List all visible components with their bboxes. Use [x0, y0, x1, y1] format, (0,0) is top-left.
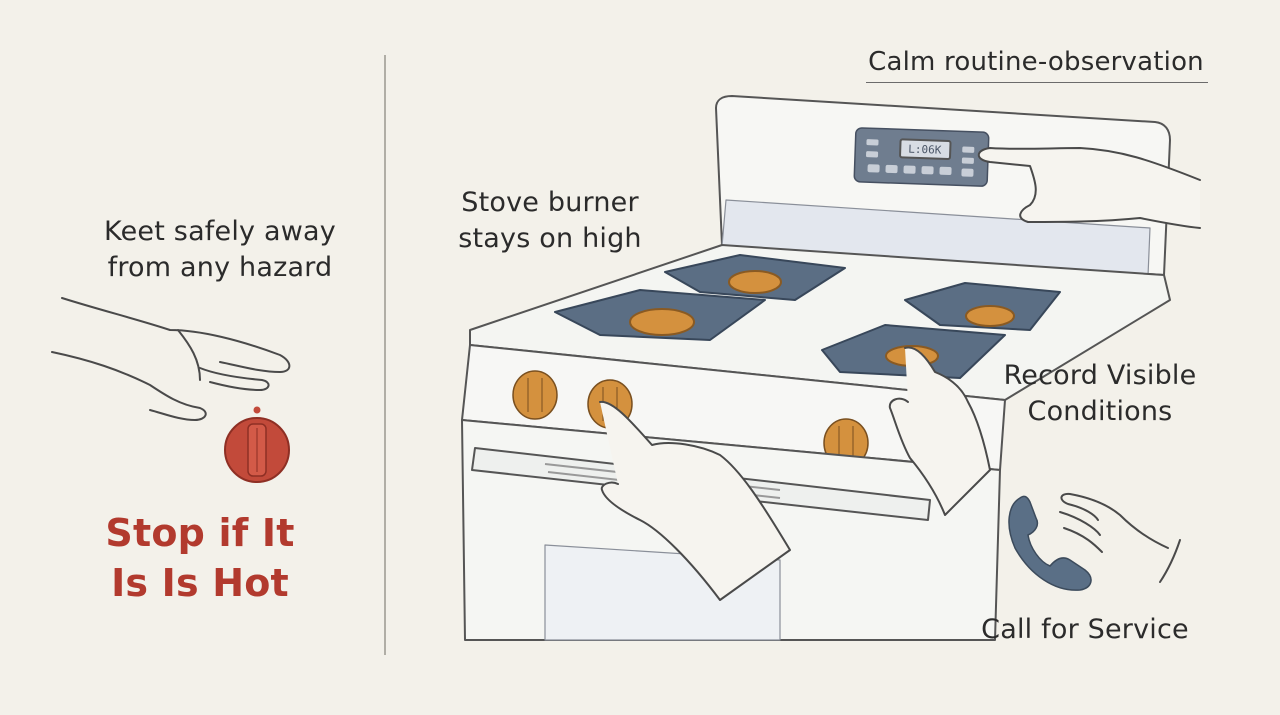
hot-knob-icon	[224, 406, 290, 483]
call-for-service-label: Call for Service	[981, 614, 1189, 645]
hand-turning-knob	[599, 400, 791, 601]
burner-line1: Stove burner	[461, 187, 639, 218]
stop-line1: Stop if It	[105, 511, 295, 555]
keep-away-label: Keet safely away from any hazard	[60, 214, 380, 286]
hand-pointing-burner	[888, 346, 991, 516]
burner-line2: stays on high	[458, 223, 642, 254]
hand-pressing-panel	[977, 147, 1201, 229]
record-line1: Record Visible	[1003, 360, 1197, 391]
burner-on-high-label: Stove burner stays on high	[435, 185, 665, 257]
record-line2: Conditions	[1027, 396, 1173, 427]
reaching-hand	[51, 297, 291, 421]
hand-near-phone	[1059, 492, 1181, 583]
record-conditions-label: Record Visible Conditions	[980, 358, 1220, 430]
stop-line2: Is Is Hot	[111, 561, 289, 605]
stop-if-hot-label: Stop if It Is Is Hot	[55, 508, 345, 608]
oven-display-readout: L:06K	[908, 143, 942, 157]
calm-observation-label: Calm routine-observation	[868, 47, 1204, 77]
keep-away-line1: Keet safely away	[104, 216, 336, 247]
phone-icon	[1008, 495, 1092, 591]
keep-away-line2: from any hazard	[107, 252, 333, 283]
calm-label-underline	[866, 82, 1208, 83]
